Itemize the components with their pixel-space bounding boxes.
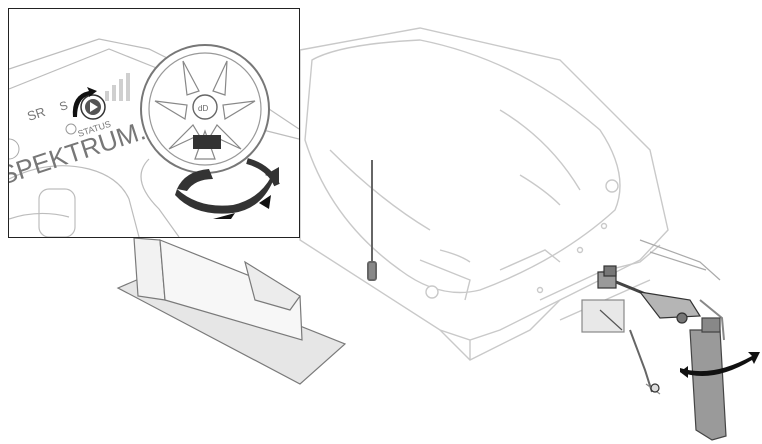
wheel-grip [193,135,221,149]
status-led-icon [65,123,77,135]
antenna-icon [367,160,377,281]
steering-wheel[interactable]: dD [140,44,270,174]
spektrum-emblem-icon [9,138,20,160]
svg-text:dD: dD [198,104,208,113]
wheel-hub [192,94,218,120]
boat-stand [116,237,347,385]
rudder [689,317,727,441]
clockwise-arrow-icon [72,87,97,117]
s-label: S [58,98,70,114]
wheel-turn-arrows-icon [175,158,280,219]
signal-bars-icon [105,73,130,101]
select-button[interactable] [80,94,106,120]
sr-label: SR [25,104,47,124]
rudder-rotation-arrow-icon [680,352,760,378]
transmitter-detail-inset: SR S STATUS SPEKTRUM. dD [8,8,300,238]
steering-linkage [581,239,725,395]
brand-label: SPEKTRUM. [9,115,149,190]
boat-hull [299,27,669,361]
